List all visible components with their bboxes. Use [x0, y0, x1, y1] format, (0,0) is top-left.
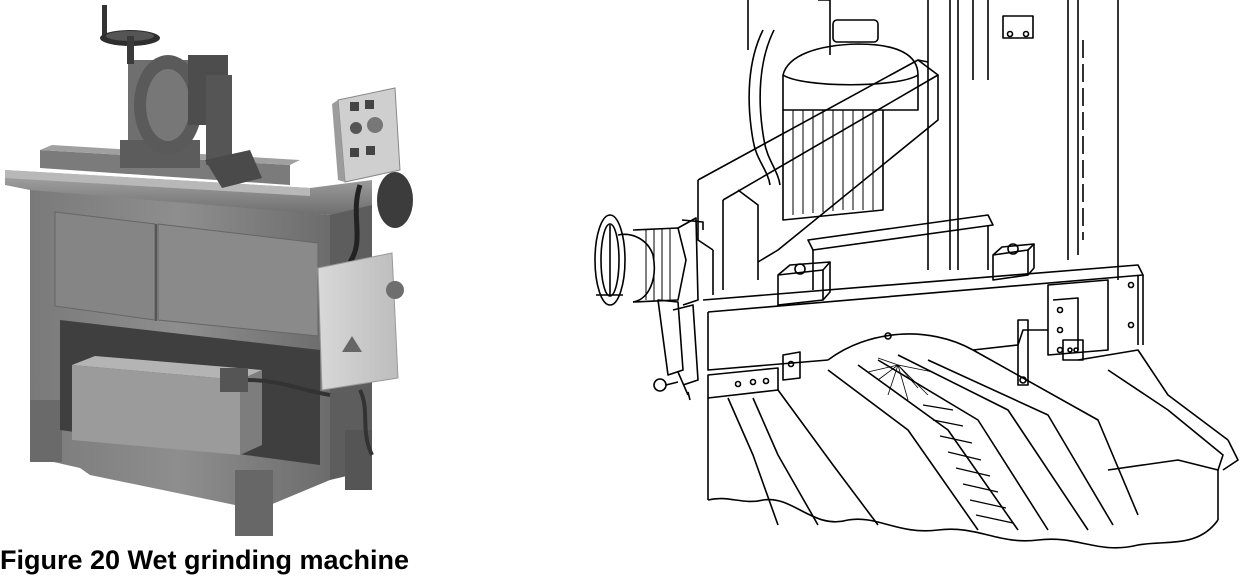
grinding-machine-line-drawing [594, 0, 1239, 549]
wet-grinding-machine-photo [5, 5, 413, 536]
figure-caption: Figure 20 Wet grinding machine [0, 545, 410, 575]
